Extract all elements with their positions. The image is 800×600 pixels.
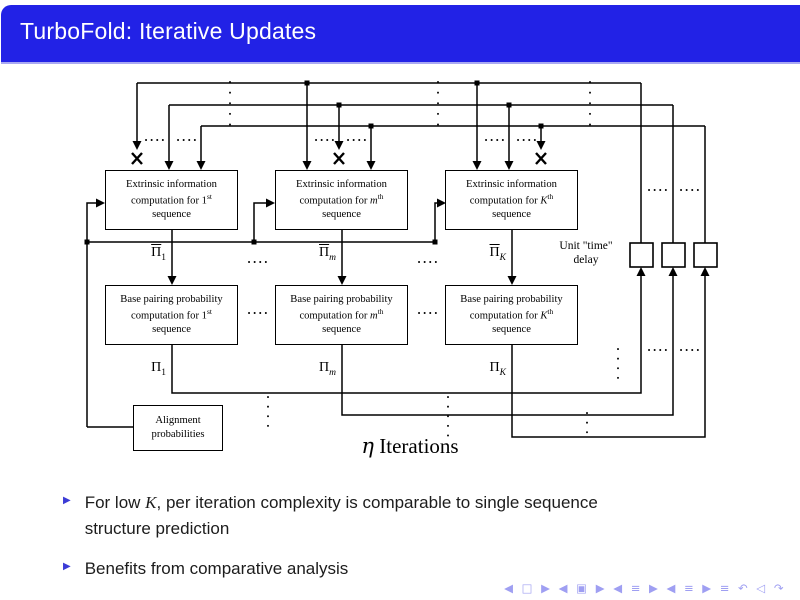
pi-label-m: Πm bbox=[319, 360, 336, 378]
box-text-line3: sequence bbox=[492, 324, 531, 336]
base-pairing-box-K: Base pairing probability computation for… bbox=[445, 285, 578, 345]
box-text-line3: sequence bbox=[152, 324, 191, 336]
box-text-line3: sequence bbox=[152, 209, 191, 221]
box-text-line1: Base pairing probability bbox=[290, 294, 393, 306]
pi-bar-label-m: Πm bbox=[319, 245, 336, 263]
pi-label-1: Π1 bbox=[151, 360, 166, 378]
bullet-triangle-icon: ▶ bbox=[63, 561, 71, 572]
bullet-triangle-icon: ▶ bbox=[63, 495, 71, 506]
title-bar: TurboFold: Iterative Updates bbox=[1, 5, 800, 64]
bullet-item-1: ▶ For low K, per iteration complexity is… bbox=[63, 490, 638, 541]
alignment-probabilities-box: Alignment probabilities bbox=[133, 405, 223, 451]
extrinsic-box-K: Extrinsic information computation for Kt… bbox=[445, 170, 578, 230]
box-text-line1: Extrinsic information bbox=[466, 179, 557, 191]
box-text-line1: Base pairing probability bbox=[120, 294, 223, 306]
pi-bar-label-1: Π1 bbox=[151, 245, 166, 263]
box-text-line2: computation for 1st bbox=[131, 306, 212, 322]
base-pairing-box-1: Base pairing probability computation for… bbox=[105, 285, 238, 345]
box-text-line2: computation for Kth bbox=[469, 191, 554, 207]
box-text-line2: computation for mth bbox=[299, 191, 384, 207]
box-text-line1: Base pairing probability bbox=[460, 294, 563, 306]
unit-delay-boxes bbox=[629, 242, 718, 268]
pi-label-K: ΠK bbox=[489, 360, 506, 378]
iterations-label: η Iterations bbox=[361, 434, 459, 458]
box-text-line3: sequence bbox=[322, 324, 361, 336]
box-text-line1: Extrinsic information bbox=[296, 179, 387, 191]
box-text-line3: sequence bbox=[492, 209, 531, 221]
bullet-text: For low K, per iteration complexity is c… bbox=[84, 493, 598, 538]
extrinsic-box-m: Extrinsic information computation for mt… bbox=[275, 170, 408, 230]
box-text-line1: Extrinsic information bbox=[126, 179, 217, 191]
box-text-line2: computation for 1st bbox=[131, 191, 212, 207]
bullet-text: Benefits from comparative analysis bbox=[84, 559, 349, 578]
bullet-item-2: ▶ Benefits from comparative analysis bbox=[63, 556, 638, 582]
box-text-line2: computation for mth bbox=[299, 306, 384, 322]
base-pairing-box-m: Base pairing probability computation for… bbox=[275, 285, 408, 345]
box-text-line2: computation for Kth bbox=[469, 306, 554, 322]
unit-delay-label: Unit "time" delay bbox=[559, 240, 613, 267]
slide-title: TurboFold: Iterative Updates bbox=[20, 18, 317, 44]
extrinsic-box-1: Extrinsic information computation for 1s… bbox=[105, 170, 238, 230]
beamer-navigation-icons[interactable]: ◀ □ ▶ ◀ ▣ ▶ ◀ ≡ ▶ ◀ ≡ ▶ ≡ ↶ ◁ ↷ bbox=[504, 581, 786, 595]
excluded-input-x-marks bbox=[131, 152, 547, 165]
pi-bar-label-K: ΠK bbox=[489, 245, 506, 263]
box-text-line3: sequence bbox=[322, 209, 361, 221]
